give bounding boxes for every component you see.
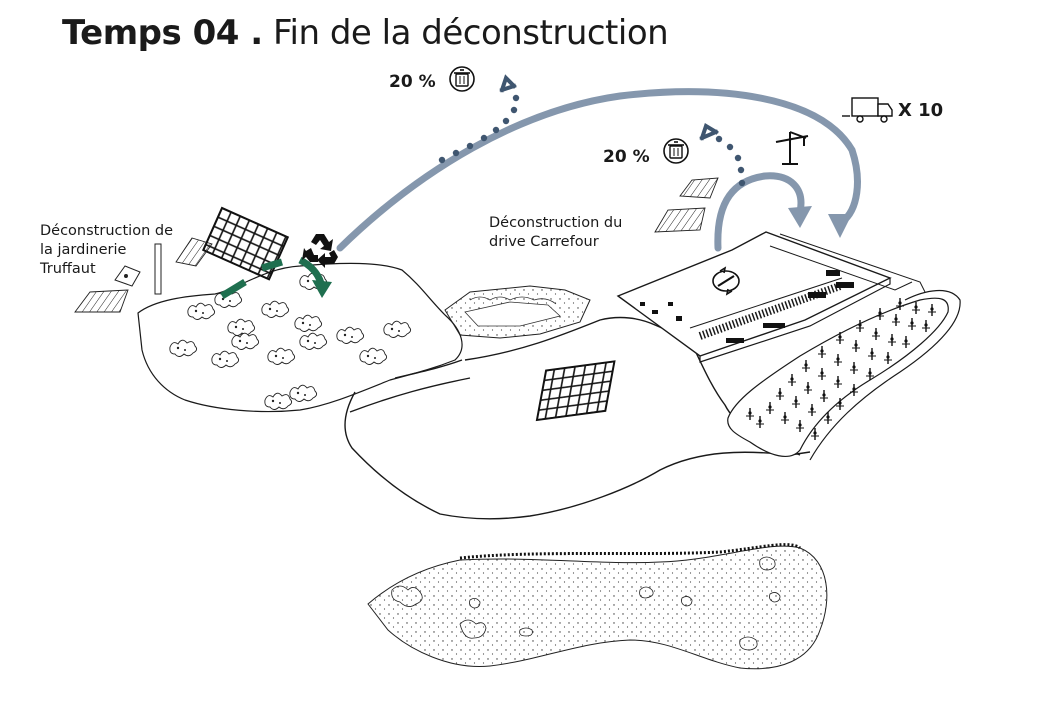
transport-arrow-short-head <box>788 206 812 228</box>
jardinerie-parcel <box>137 262 463 413</box>
main-building <box>616 231 926 363</box>
drive-carrefour-building <box>444 285 591 339</box>
label-jardinerie-line-3: Truffaut <box>40 261 96 277</box>
grid-panel-center <box>535 360 616 422</box>
rotation-icon <box>712 266 740 296</box>
transport-arrow-short <box>714 172 805 252</box>
waste-dots-mid-head <box>699 123 719 141</box>
label-drive-line-1: Déconstruction du <box>489 215 623 231</box>
transport-arrow-long <box>336 88 861 252</box>
truck-count: X 10 <box>898 100 944 121</box>
reuse-arrows <box>220 256 325 299</box>
waste-top-percent: 20 % <box>389 72 436 92</box>
transport-arrow-long-head <box>828 214 852 238</box>
label-drive: Déconstruction du drive Carrefour <box>489 214 622 252</box>
bottom-landform <box>367 543 828 670</box>
waste-dots-top-head <box>499 74 517 93</box>
recycle-icon <box>302 234 338 268</box>
crane-icon <box>775 131 809 165</box>
waste-dots-top <box>438 94 520 164</box>
page-title: Temps 04 . Fin de la déconstruction <box>62 10 669 56</box>
label-drive-line-2: drive Carrefour <box>489 234 599 250</box>
parking-strip <box>727 289 961 461</box>
reuse-arrow-head <box>312 280 332 298</box>
trash-can-icon <box>663 138 689 164</box>
waste-mid-percent: 20 % <box>603 147 650 167</box>
waste-dots-mid <box>715 135 746 187</box>
debris-items <box>114 243 162 295</box>
trash-can-icon <box>449 66 475 92</box>
title-time-step: Temps 04 . <box>62 13 263 53</box>
label-jardinerie-line-2: la jardinerie <box>40 242 127 258</box>
grid-panel-left <box>201 206 290 281</box>
label-jardinerie-line-1: Déconstruction de <box>40 223 173 239</box>
title-phase: Fin de la déconstruction <box>272 13 669 53</box>
corrugated-sheets-left <box>74 237 213 313</box>
label-jardinerie: Déconstruction de la jardinerie Truffaut <box>40 222 173 279</box>
corrugated-sheets-right <box>654 177 719 233</box>
truck-icon <box>842 97 893 123</box>
